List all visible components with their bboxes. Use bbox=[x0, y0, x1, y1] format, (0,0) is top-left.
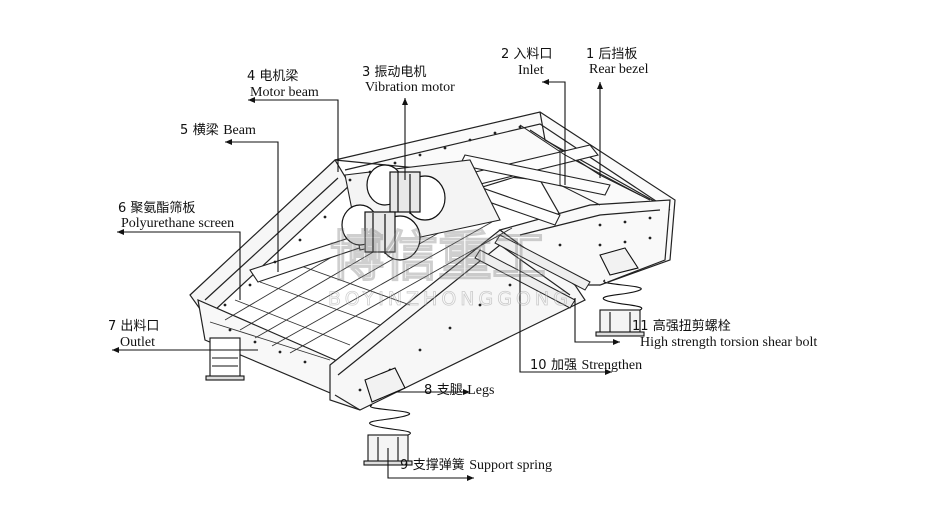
label-11-en: High strength torsion shear bolt bbox=[640, 335, 818, 350]
label-2-cn: 2 入料口 bbox=[501, 48, 552, 62]
label-10: 10 加强 Strengthen bbox=[530, 358, 642, 373]
label-9-text-cn: 支撑弹簧 bbox=[412, 458, 465, 473]
bolt-dots bbox=[223, 125, 652, 392]
watermark-cn: 博信重工 bbox=[330, 225, 546, 288]
label-11-num: 11 bbox=[632, 319, 649, 334]
label-1-text-cn: 后挡板 bbox=[598, 47, 638, 62]
spring-support-right bbox=[595, 247, 645, 337]
label-9-en: Support spring bbox=[469, 458, 553, 473]
label-3-text-cn: 振动电机 bbox=[374, 65, 427, 80]
watermark: 博信重工 BOYINZHONGGONG bbox=[328, 224, 572, 310]
label-1-en: Rear bezel bbox=[589, 62, 649, 77]
label-7-num: 7 bbox=[108, 319, 117, 334]
vibration-motors bbox=[341, 164, 446, 261]
label-10-text-cn: 加强 bbox=[551, 358, 578, 373]
label-3-en: Vibration motor bbox=[365, 80, 455, 95]
spring-support-left bbox=[205, 337, 245, 381]
label-7-text-cn: 出料口 bbox=[120, 319, 160, 334]
label-3-num: 3 bbox=[362, 65, 371, 80]
strengthen-rib bbox=[474, 234, 591, 309]
label-5-text-cn: 横梁 bbox=[192, 123, 219, 138]
label-7-en: Outlet bbox=[120, 335, 155, 350]
label-5-en: Beam bbox=[223, 123, 256, 138]
label-2-en: Inlet bbox=[518, 63, 544, 78]
label-6-cn: 6 聚氨酯筛板 bbox=[118, 202, 195, 216]
label-7-cn: 7 出料口 bbox=[108, 320, 159, 334]
label-3-cn: 3 振动电机 bbox=[362, 66, 426, 80]
label-4-en: Motor beam bbox=[250, 85, 319, 100]
label-8: 8 支腿 Legs bbox=[424, 383, 494, 398]
label-6-num: 6 bbox=[118, 201, 127, 216]
label-1-cn: 1 后挡板 bbox=[586, 48, 637, 62]
label-5: 5 横梁 Beam bbox=[180, 123, 256, 138]
label-4-text-cn: 电机梁 bbox=[259, 69, 299, 84]
label-5-num: 5 bbox=[180, 123, 189, 138]
label-4-num: 4 bbox=[247, 69, 256, 84]
label-2-num: 2 bbox=[501, 47, 510, 62]
label-1-num: 1 bbox=[586, 47, 595, 62]
label-2-text-cn: 入料口 bbox=[513, 47, 553, 62]
label-8-en: Legs bbox=[467, 383, 495, 398]
label-11-text-cn: 高强扭剪螺栓 bbox=[652, 319, 731, 334]
label-10-num: 10 bbox=[530, 358, 547, 373]
watermark-en: BOYINZHONGGONG bbox=[328, 288, 572, 310]
label-10-en: Strengthen bbox=[581, 358, 643, 373]
label-4-cn: 4 电机梁 bbox=[247, 70, 298, 84]
label-6-text-cn: 聚氨酯筛板 bbox=[130, 201, 196, 216]
label-11-cn: 11 高强扭剪螺栓 bbox=[632, 320, 731, 334]
leader-lines bbox=[112, 79, 620, 481]
label-6-en: Polyurethane screen bbox=[121, 216, 235, 231]
label-9-num: 9 bbox=[400, 458, 409, 473]
label-9: 9 支撑弹簧 Support spring bbox=[400, 458, 552, 473]
label-8-text-cn: 支腿 bbox=[436, 383, 463, 398]
label-8-num: 8 bbox=[424, 383, 433, 398]
